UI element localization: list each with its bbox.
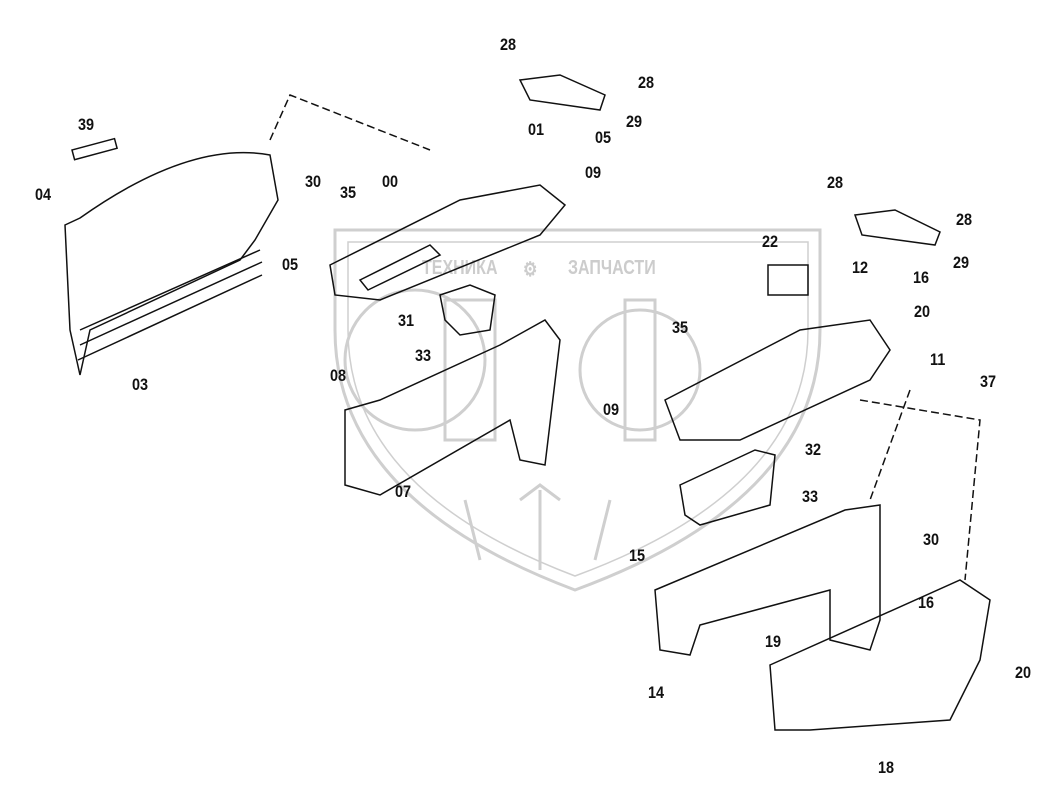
callout-20: 20 (1015, 663, 1032, 682)
part-31-cup (439, 284, 496, 336)
callout-16: 16 (918, 593, 935, 612)
callout-00: 00 (382, 172, 399, 191)
callout-28: 28 (638, 73, 655, 92)
callout-01: 01 (528, 120, 545, 139)
callout-07: 07 (395, 482, 412, 501)
callout-32: 32 (805, 440, 822, 459)
callout-11: 11 (930, 350, 946, 369)
callout-12: 12 (852, 258, 869, 277)
callout-16: 16 (913, 268, 930, 287)
part-00-console (329, 184, 567, 301)
callout-35: 35 (340, 183, 357, 202)
callout-37: 37 (980, 372, 997, 391)
callout-30: 30 (923, 530, 940, 549)
watermark-text-right: ЗАПЧАСТИ (568, 257, 656, 279)
callout-05: 05 (282, 255, 299, 274)
part-11-console (664, 319, 891, 441)
part-18-panel (769, 579, 991, 731)
callout-33: 33 (802, 487, 819, 506)
callout-09: 09 (585, 163, 602, 182)
callout-09: 09 (603, 400, 620, 419)
gear-icon: ⚙ (523, 259, 538, 281)
callout-33: 33 (415, 346, 432, 365)
callout-08: 08 (330, 366, 347, 385)
part-07-panel (344, 319, 561, 496)
callout-35: 35 (672, 318, 689, 337)
callout-18: 18 (878, 758, 895, 777)
callout-28: 28 (500, 35, 517, 54)
callout-29: 29 (953, 253, 970, 272)
callout-04: 04 (35, 185, 52, 204)
callout-31: 31 (398, 311, 415, 330)
callout-39: 39 (78, 115, 95, 134)
callout-03: 03 (132, 375, 149, 394)
callout-28: 28 (956, 210, 973, 229)
callout-19: 19 (765, 632, 782, 651)
callout-30: 30 (305, 172, 322, 191)
callout-22: 22 (762, 232, 779, 251)
callout-28: 28 (827, 173, 844, 192)
part-22-switch (767, 264, 809, 296)
part-32-box (679, 449, 776, 526)
part-39-label-plate (71, 137, 119, 161)
callout-29: 29 (626, 112, 643, 131)
callout-20: 20 (914, 302, 931, 321)
callout-15: 15 (629, 546, 646, 565)
part-29-cover (518, 74, 606, 111)
part-03-panel (64, 151, 279, 376)
callout-05: 05 (595, 128, 612, 147)
callout-14: 14 (648, 683, 665, 702)
part-14-panel (654, 504, 881, 656)
